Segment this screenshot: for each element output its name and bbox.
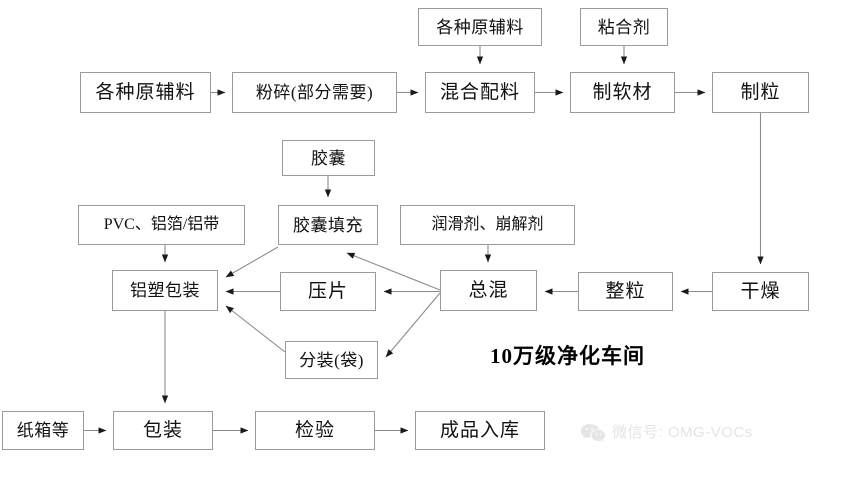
watermark: 微信号: OMG-VOCs (580, 421, 753, 442)
node-granulation[interactable]: 制粒 (712, 72, 809, 113)
node-alu-plastic-pack[interactable]: 铝塑包装 (112, 270, 218, 311)
node-warehouse[interactable]: 成品入库 (415, 411, 545, 450)
edge-totalmixing-bagging (385, 292, 441, 358)
node-sizing[interactable]: 整粒 (578, 272, 673, 311)
node-lubricant[interactable]: 润滑剂、崩解剂 (400, 205, 575, 245)
cleanroom-label: 10万级净化车间 (490, 344, 645, 368)
node-packaging[interactable]: 包装 (113, 411, 213, 450)
node-capsule[interactable]: 胶囊 (282, 140, 375, 176)
node-pvc-foil[interactable]: PVC、铝箔/铝带 (78, 205, 245, 245)
node-capsule-filling[interactable]: 胶囊填充 (278, 205, 378, 245)
node-mixing[interactable]: 混合配料 (425, 72, 535, 113)
wechat-icon (580, 423, 606, 442)
edge-capsulefilling-aluplastic (225, 246, 279, 278)
node-crushing[interactable]: 粉碎(部分需要) (232, 72, 397, 113)
edge-bagging-aluplastic (225, 305, 286, 353)
node-drying[interactable]: 干燥 (712, 272, 809, 311)
node-raw-materials-2[interactable]: 各种原辅料 (418, 8, 542, 46)
node-tableting[interactable]: 压片 (280, 272, 376, 311)
node-cartons[interactable]: 纸箱等 (2, 411, 84, 450)
node-bagging[interactable]: 分装(袋) (285, 341, 378, 379)
watermark-text: 微信号: OMG-VOCs (612, 424, 753, 441)
node-raw-materials-1[interactable]: 各种原辅料 (80, 72, 211, 113)
node-binder[interactable]: 粘合剂 (580, 8, 668, 46)
node-total-mixing[interactable]: 总混 (440, 270, 537, 311)
node-inspection[interactable]: 检验 (255, 411, 375, 450)
node-soft-material[interactable]: 制软材 (570, 72, 675, 113)
